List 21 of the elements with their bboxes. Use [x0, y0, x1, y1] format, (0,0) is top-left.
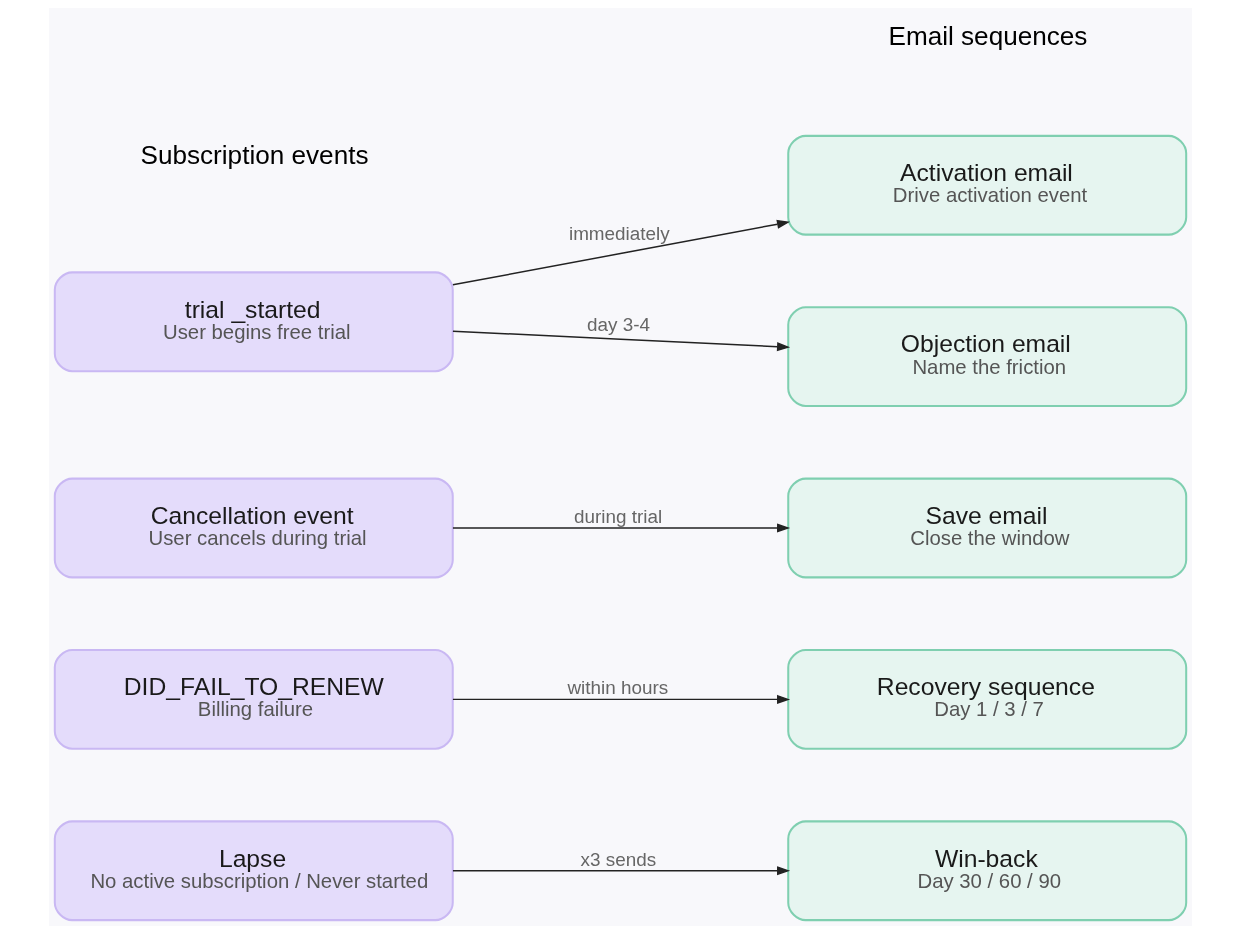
node-box: Recovery sequence Day 1 / 3 / 7 [786, 649, 1187, 750]
edge-label: during trial [573, 505, 662, 527]
edge-label: day 3-4 [586, 314, 650, 336]
edge-label: within hours [566, 677, 668, 699]
node-box: Lapse No active subscription / Never started [53, 820, 454, 922]
arrow [451, 523, 790, 533]
node-box: DID_FAIL_TO_RENEW Billing failure [53, 649, 454, 750]
node-box: Save email Close the window [786, 477, 1187, 579]
arrow [451, 330, 790, 352]
node-box: Objection email Name the friction [786, 306, 1187, 407]
node-box: Win-back Day 30 / 60 / 90 [786, 820, 1187, 922]
node-box: Activation email Drive activation event [786, 134, 1187, 236]
label: Email sequences [887, 20, 1087, 51]
arrow [451, 866, 790, 876]
arrow [451, 219, 790, 286]
edge-label: immediately [568, 222, 670, 244]
node-box: Cancellation event User cancels during trial [53, 477, 454, 579]
node-box: trial _started User begins free trial [53, 271, 454, 373]
arrow [451, 694, 790, 704]
edge-label: x3 sends [580, 848, 656, 870]
label: Subscription events [140, 140, 368, 171]
